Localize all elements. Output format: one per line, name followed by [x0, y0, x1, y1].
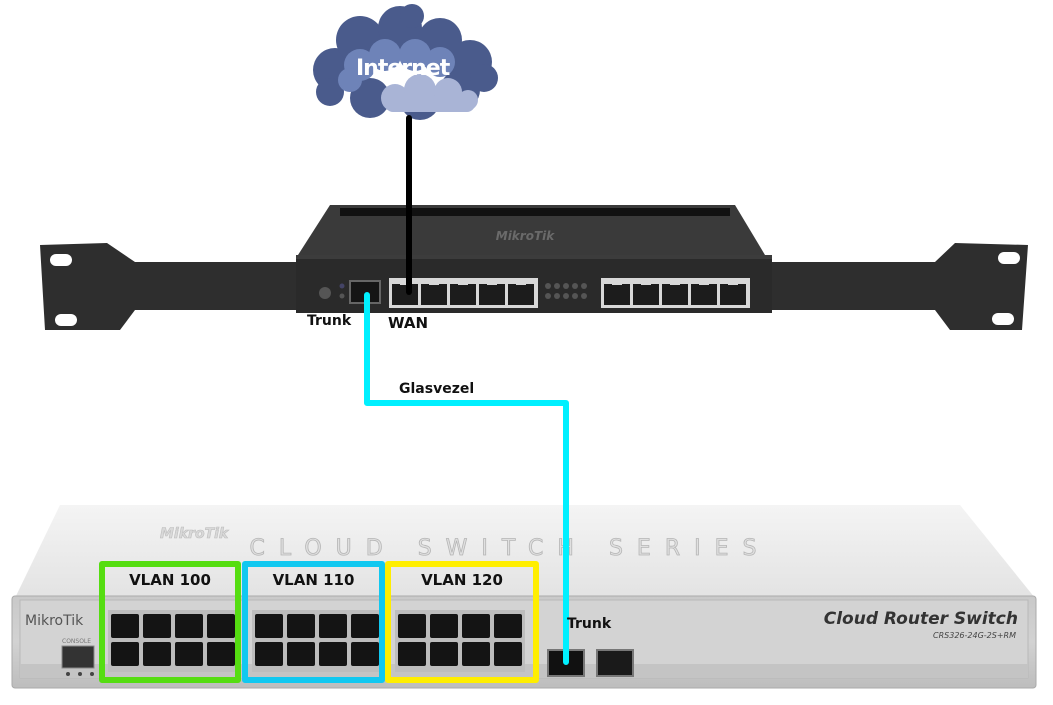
switch-ethernet-port[interactable] [398, 642, 426, 666]
router-rack-ear-left [40, 243, 300, 330]
switch-trunk-label: Trunk [567, 616, 612, 632]
switch-ethernet-ports [108, 610, 525, 672]
vlan-120-group: VLAN 120 [385, 561, 539, 683]
switch-led [66, 672, 70, 676]
switch-status-leds [66, 672, 94, 676]
vlan-120-label: VLAN 120 [421, 571, 503, 589]
switch-sfp-port-2[interactable] [596, 649, 634, 677]
router-ethernet-port[interactable] [662, 284, 688, 305]
fiber-link [364, 292, 569, 665]
router-led [563, 283, 569, 289]
switch-ethernet-port[interactable] [255, 642, 283, 666]
switch-ethernet-port[interactable] [175, 642, 203, 666]
switch-ethernet-port[interactable] [207, 614, 235, 638]
router-ethernet-port[interactable] [633, 284, 659, 305]
console-label: CONSOLE [62, 638, 91, 645]
switch-ethernet-port[interactable] [462, 642, 490, 666]
router-led [554, 293, 560, 299]
switch-body: MikroTik CLOUD SWITCH SERIES MikroTik CO… [11, 505, 1037, 689]
router-ethernet-port[interactable] [421, 284, 447, 305]
switch-ethernet-port[interactable] [143, 642, 171, 666]
switch-ethernet-port[interactable] [175, 614, 203, 638]
router-trunk-label: Trunk [307, 313, 352, 329]
router-led [572, 283, 578, 289]
switch-ethernet-port[interactable] [430, 642, 458, 666]
internet-label: Internet [356, 56, 450, 81]
switch-ethernet-port[interactable] [319, 614, 347, 638]
router-wan-label: WAN [388, 314, 429, 332]
vlan-110-label: VLAN 110 [272, 571, 355, 589]
switch-ethernet-port[interactable] [111, 614, 139, 638]
router-led [545, 283, 551, 289]
switch-ethernet-port[interactable] [287, 614, 315, 638]
switch-ethernet-port[interactable] [111, 642, 139, 666]
router-ethernet-port[interactable] [479, 284, 505, 305]
fiber-label: Glasvezel [399, 381, 475, 397]
switch-ethernet-port[interactable] [430, 614, 458, 638]
switch-ethernet-port[interactable] [351, 614, 379, 638]
switch-ethernet-port[interactable] [207, 642, 235, 666]
router-led [572, 293, 578, 299]
vlan-100-group: VLAN 100 [99, 561, 241, 683]
router-ethernet-port[interactable] [691, 284, 717, 305]
vlan-100-label: VLAN 100 [129, 571, 211, 589]
switch-front-logo: MikroTik [25, 613, 84, 629]
router-ethernet-port[interactable] [604, 284, 630, 305]
switch-ethernet-port[interactable] [494, 614, 522, 638]
router-ethernet-ports-6-10 [601, 278, 750, 308]
switch-ethernet-port[interactable] [494, 642, 522, 666]
router-led [554, 283, 560, 289]
router-led-grid [545, 283, 587, 299]
router-body: MikroTik [296, 205, 772, 313]
router-led [545, 293, 551, 299]
switch-led [90, 672, 94, 676]
router-ethernet-port[interactable] [450, 284, 476, 305]
vlan-110-group: VLAN 110 [242, 561, 385, 683]
router-ethernet-port[interactable] [508, 284, 534, 305]
switch-model: CRS326-24G-2S+RM [933, 631, 1016, 640]
router-led [581, 283, 587, 289]
switch-ethernet-port[interactable] [398, 614, 426, 638]
switch-product-name: Cloud Router Switch [824, 609, 1018, 629]
switch-ethernet-port[interactable] [351, 642, 379, 666]
router-logo: MikroTik [496, 229, 555, 243]
switch-ethernet-port[interactable] [462, 614, 490, 638]
router-rack-ear-right [770, 243, 1028, 330]
router-ethernet-ports-1-5 [389, 278, 538, 308]
router-ethernet-port[interactable] [392, 284, 418, 305]
router-ethernet-port[interactable] [720, 284, 746, 305]
switch-ethernet-port[interactable] [287, 642, 315, 666]
switch-led [78, 672, 82, 676]
switch-top-logo: MikroTik [160, 526, 230, 542]
switch-ethernet-port[interactable] [255, 614, 283, 638]
router-led [581, 293, 587, 299]
console-port[interactable] [61, 645, 95, 669]
router-vents [340, 208, 730, 216]
internet-cloud-icon [313, 4, 498, 120]
switch-ethernet-port[interactable] [143, 614, 171, 638]
switch-ethernet-port[interactable] [319, 642, 347, 666]
router-led [563, 293, 569, 299]
switch-series-text: CLOUD SWITCH SERIES [250, 536, 771, 561]
